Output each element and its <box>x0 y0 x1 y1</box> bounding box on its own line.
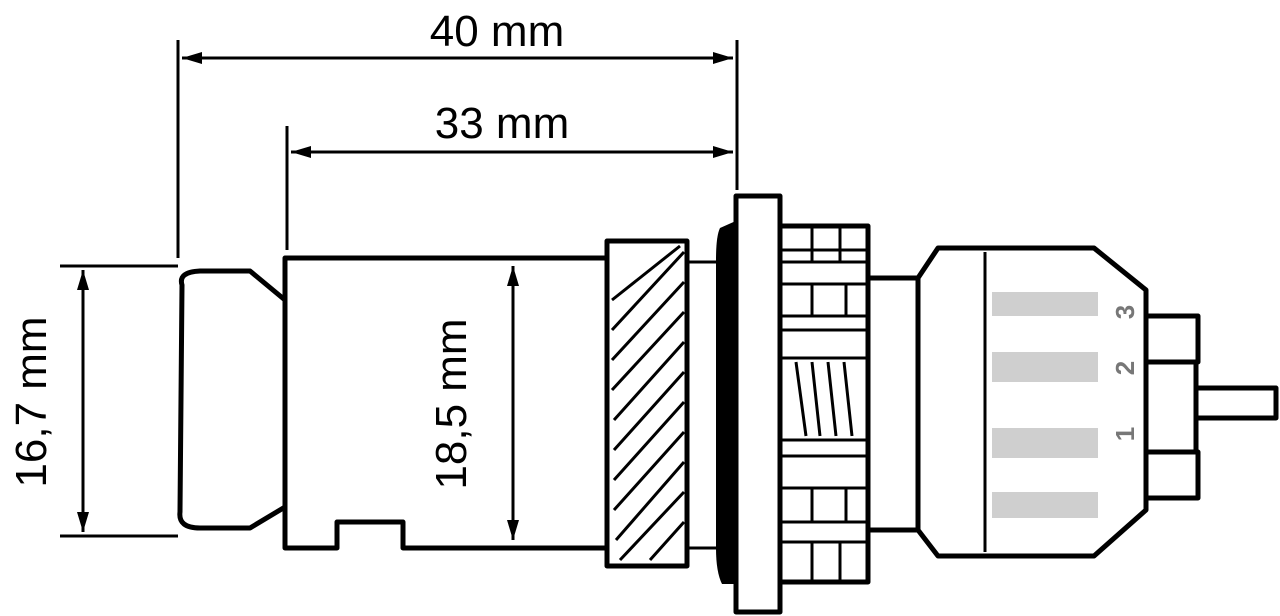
terminal-block <box>1143 313 1201 501</box>
actuator-head <box>177 268 288 531</box>
selector-cap: 3 2 1 <box>915 245 1149 559</box>
dimension-head-height: 16,7 mm <box>7 264 178 538</box>
ring-label-1: 1 <box>1110 427 1140 441</box>
contact-block <box>777 223 871 585</box>
ring-label-3: 3 <box>1110 305 1140 319</box>
dimension-label-18-5mm: 18,5 mm <box>427 318 476 489</box>
dimension-label-33mm: 33 mm <box>435 99 569 148</box>
dimension-body-length: 33 mm <box>285 99 733 250</box>
dimension-body-diameter: 18,5 mm <box>427 266 519 540</box>
ring-label-2: 2 <box>1110 361 1140 375</box>
ring-band-1 <box>992 492 1098 518</box>
sealing-ring <box>716 220 738 584</box>
terminal-pin <box>1193 385 1279 421</box>
ring-band-2 <box>992 428 1098 458</box>
mounting-flange <box>733 193 783 615</box>
connector-neck <box>865 275 921 533</box>
ring-band-3 <box>992 352 1098 382</box>
ring-band-4 <box>992 292 1098 316</box>
dimension-label-16-7mm: 16,7 mm <box>7 316 56 487</box>
thread-section <box>604 238 720 569</box>
dimension-label-40mm: 40 mm <box>430 7 564 56</box>
dimension-overall-length: 40 mm <box>176 7 739 258</box>
